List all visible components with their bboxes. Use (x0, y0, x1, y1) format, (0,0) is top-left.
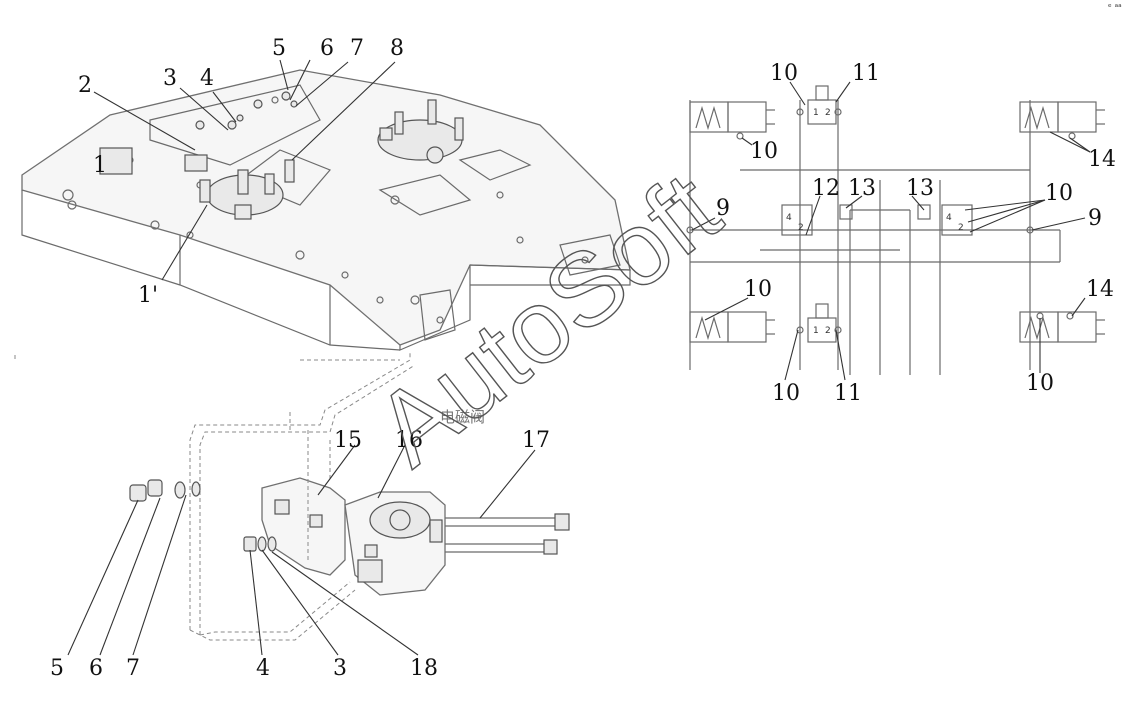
pipe-routing (14, 352, 416, 641)
valve-group-assembly (261, 430, 446, 596)
svg-text:2: 2 (958, 223, 964, 233)
callout-8: 8 (390, 36, 404, 61)
svg-text:1: 1 (813, 326, 819, 336)
solenoid-valve-cn-label: 电磁阀 (440, 408, 485, 426)
svg-text:2: 2 (825, 326, 831, 336)
callout-6b: 6 (89, 656, 103, 681)
callout-3: 3 (163, 66, 177, 91)
callout-10-d: 10 (744, 277, 772, 302)
callout-13-a: 13 (848, 176, 876, 201)
bracket-part (99, 147, 133, 175)
callout-16: 16 (395, 428, 423, 453)
corner-mark: ᵉ ᵃᵃ (1108, 3, 1122, 13)
callout-13-b: 13 (906, 176, 934, 201)
callout-4: 4 (200, 66, 214, 91)
callout-18: 18 (410, 656, 438, 681)
valve-bottom: 1 2 (807, 303, 837, 343)
loose-fittings (129, 479, 277, 552)
callout-14-b: 14 (1086, 277, 1114, 302)
valve-mid-right: 4 2 (917, 204, 973, 236)
callout-3b: 3 (333, 656, 347, 681)
svg-text:2: 2 (798, 223, 804, 233)
actuator-bottom-left (689, 311, 775, 343)
junction-points (686, 108, 1076, 334)
valve-top: 1 2 (807, 85, 837, 125)
valve-mid-left: 4 2 (781, 204, 853, 236)
frame-valve-assembly (184, 154, 295, 220)
schematic-callouts: 10 11 10 14 12 13 13 10 9 9 10 14 10 11 … (716, 61, 1116, 406)
callout-5: 5 (272, 36, 286, 61)
left-callouts: 2 3 4 5 6 7 8 1' 1 (78, 36, 404, 308)
svg-text:2: 2 (825, 108, 831, 118)
actuator-bottom-right (1019, 311, 1105, 343)
callout-1: 1 (93, 153, 107, 178)
callout-15: 15 (334, 428, 362, 453)
bottom-callouts: 15 16 17 5 6 7 4 3 18 (50, 428, 550, 681)
callout-6: 6 (320, 36, 334, 61)
callout-10-e: 10 (1026, 371, 1054, 396)
callout-12: 12 (812, 176, 840, 201)
callout-17: 17 (522, 428, 550, 453)
left-leader-lines (93, 59, 396, 281)
actuator-top-left (689, 101, 775, 133)
callout-7: 7 (350, 36, 364, 61)
callout-10-a: 10 (770, 61, 798, 86)
actuator-top-right (1019, 101, 1105, 133)
callout-1-prime: 1' (138, 283, 158, 308)
callout-9-b: 9 (1088, 206, 1102, 231)
frame-holes (62, 96, 589, 324)
callout-2: 2 (78, 73, 92, 98)
bolts-17 (445, 513, 570, 555)
callout-5b: 5 (50, 656, 64, 681)
frame-body (21, 69, 631, 351)
callout-10-c: 10 (1045, 181, 1073, 206)
callout-4b: 4 (256, 656, 270, 681)
callout-11-b: 11 (834, 381, 862, 406)
callout-10-b: 10 (750, 139, 778, 164)
top-right-valve-block (377, 99, 464, 164)
callout-10-f: 10 (772, 381, 800, 406)
callout-14-a: 14 (1088, 147, 1116, 172)
hydraulic-schematic: 1 2 1 2 4 2 4 2 (686, 81, 1105, 381)
callout-9-a: 9 (716, 196, 730, 221)
small-fittings-top (195, 91, 298, 130)
svg-text:1: 1 (813, 108, 819, 118)
svg-text:4: 4 (786, 213, 792, 223)
bottom-leader-lines (67, 444, 536, 656)
callout-11-a: 11 (852, 61, 880, 86)
svg-text:4: 4 (946, 213, 952, 223)
callout-7b: 7 (126, 656, 140, 681)
